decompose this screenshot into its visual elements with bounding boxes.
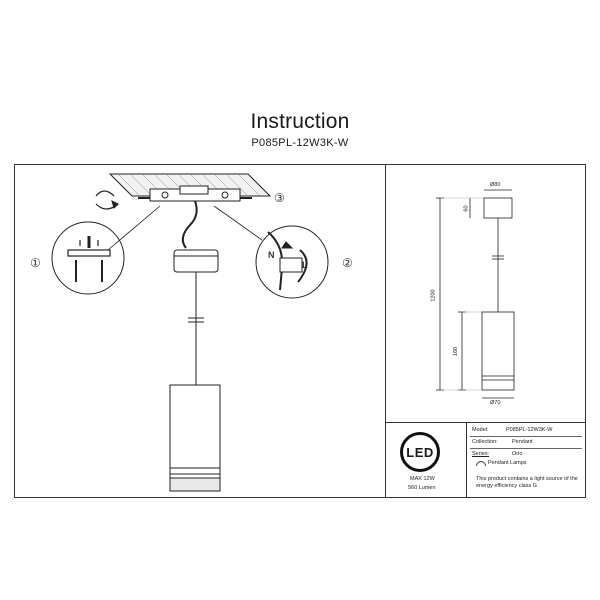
spec-type-value: Pendant Lamps (488, 460, 527, 466)
dim-shade (481, 311, 515, 391)
lamp-shade (169, 384, 221, 492)
step-2-marker: ② (342, 256, 353, 270)
panel-divider (385, 164, 386, 498)
led-badge: LED (400, 432, 440, 472)
lumen-value: 560 Lumen (408, 485, 436, 491)
dim-shade-height: 160 (453, 346, 460, 357)
badge-divider (466, 422, 467, 498)
max-power: MAX 12W (410, 476, 435, 482)
dim-canopy-width: Ø80 (490, 182, 501, 188)
spec-divider (385, 422, 586, 423)
model-code: P085PL-12W3K-W (251, 137, 349, 149)
zoom-circle-left (51, 221, 125, 295)
wire-neutral: N (268, 250, 275, 260)
spec-row-line (470, 436, 582, 437)
zoom-circle-right (255, 225, 329, 299)
instruction-frame (14, 164, 586, 498)
step-3-marker: ③ (274, 191, 285, 205)
spec-series-value: Orlo (512, 451, 523, 457)
energy-note: This product contains a light source of … (476, 476, 578, 489)
spec-collection-value: Pendant (512, 439, 533, 445)
spec-model-value: P085PL-12W3K-W (506, 427, 553, 433)
dim-total-height: 1200 (430, 289, 437, 302)
dim-canopy-height: 60 (463, 205, 470, 212)
spec-model-label: Model: (472, 427, 489, 433)
spec-row-line (470, 448, 582, 449)
spec-collection-label: Collection: (472, 439, 498, 445)
pendant-lamp-icon (476, 461, 486, 466)
step-1-marker: ① (30, 256, 41, 270)
dim-canopy (483, 197, 513, 219)
instruction-title: Instruction (250, 110, 350, 133)
spec-series-label: Series: (472, 451, 490, 457)
dim-shade-width: Ø70 (490, 400, 501, 406)
wire-live: L (302, 260, 308, 270)
